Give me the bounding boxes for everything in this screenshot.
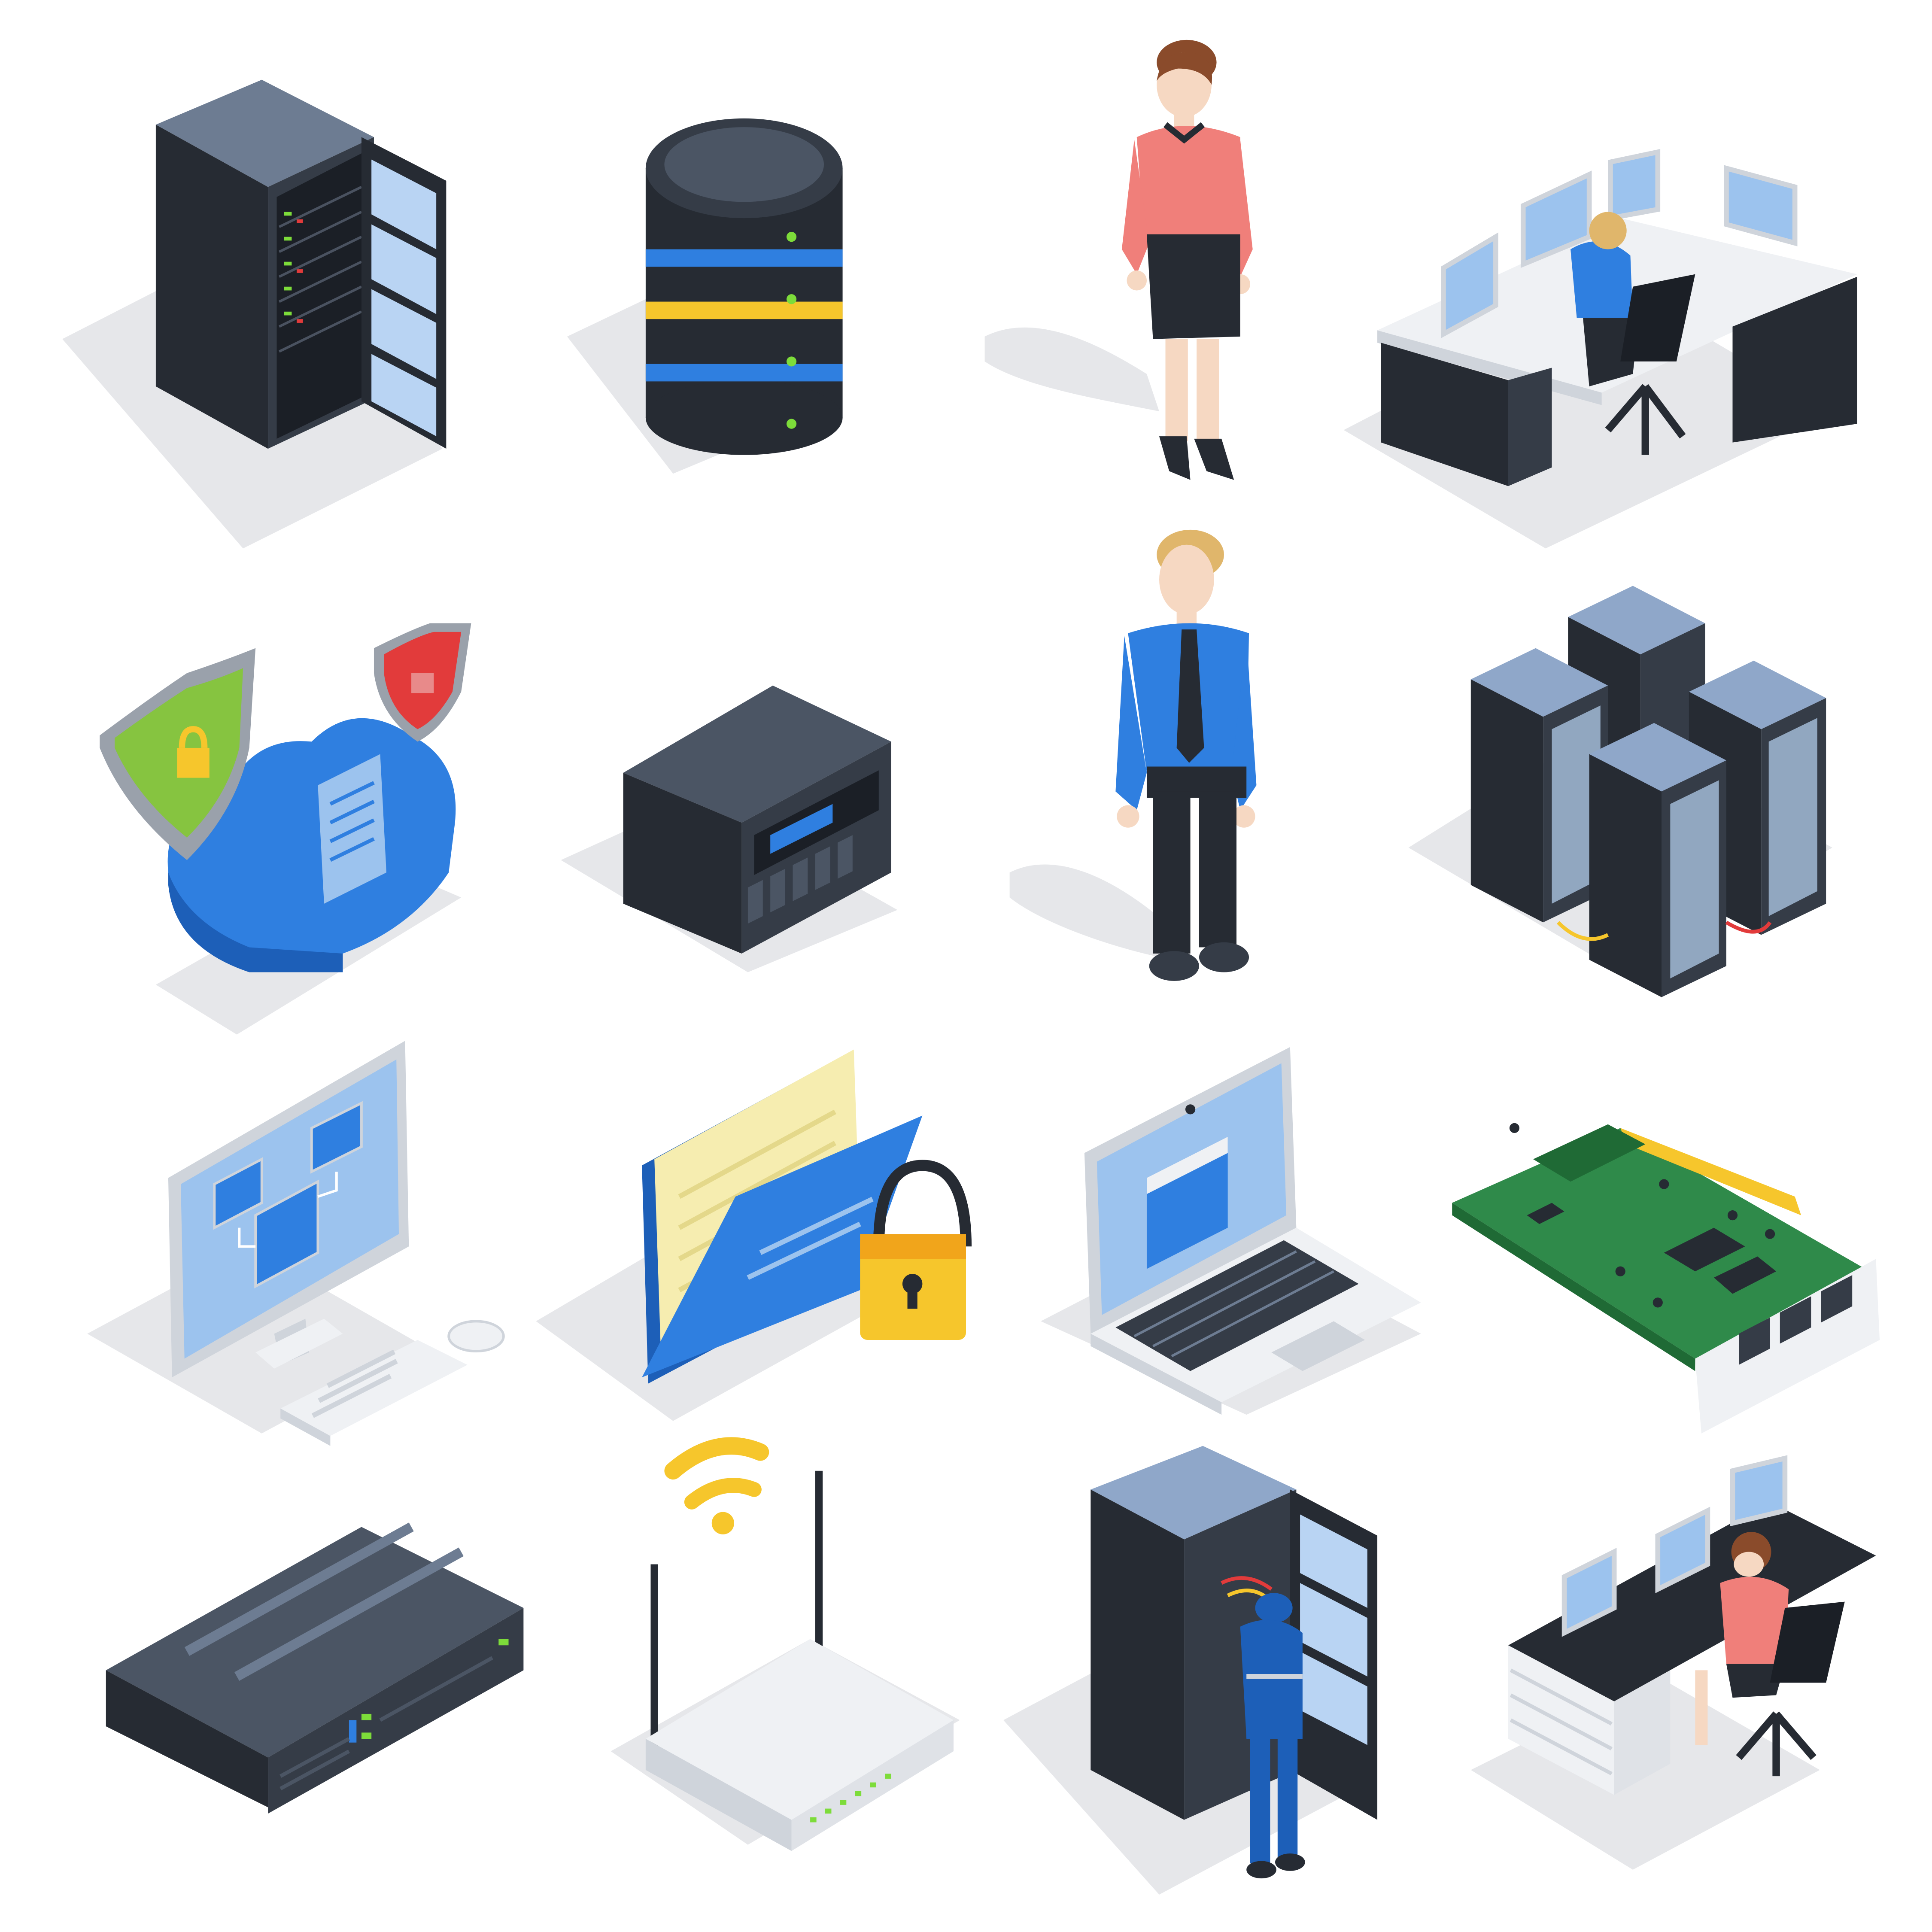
network-card-icon: [1452, 1123, 1880, 1434]
woman-standing-icon: [984, 39, 1253, 480]
cloud-security-icon: [100, 623, 471, 1035]
laptop-icon: [1041, 1047, 1421, 1415]
wifi-router-icon: [611, 1437, 960, 1851]
operator-desk-icon: [1470, 1455, 1876, 1870]
server-rack-open-icon: [62, 79, 447, 549]
technician-rack-icon: [1003, 1446, 1378, 1895]
man-standing-icon: [1009, 529, 1257, 981]
monitoring-desk-icon: [1343, 149, 1857, 549]
desktop-computer-icon: [87, 1041, 505, 1446]
server-cluster-icon: [1408, 586, 1832, 997]
database-icon: [567, 118, 843, 474]
rack-server-unit-icon: [106, 1522, 524, 1814]
secure-folder-icon: [536, 1049, 972, 1421]
nas-storage-icon: [561, 685, 898, 972]
